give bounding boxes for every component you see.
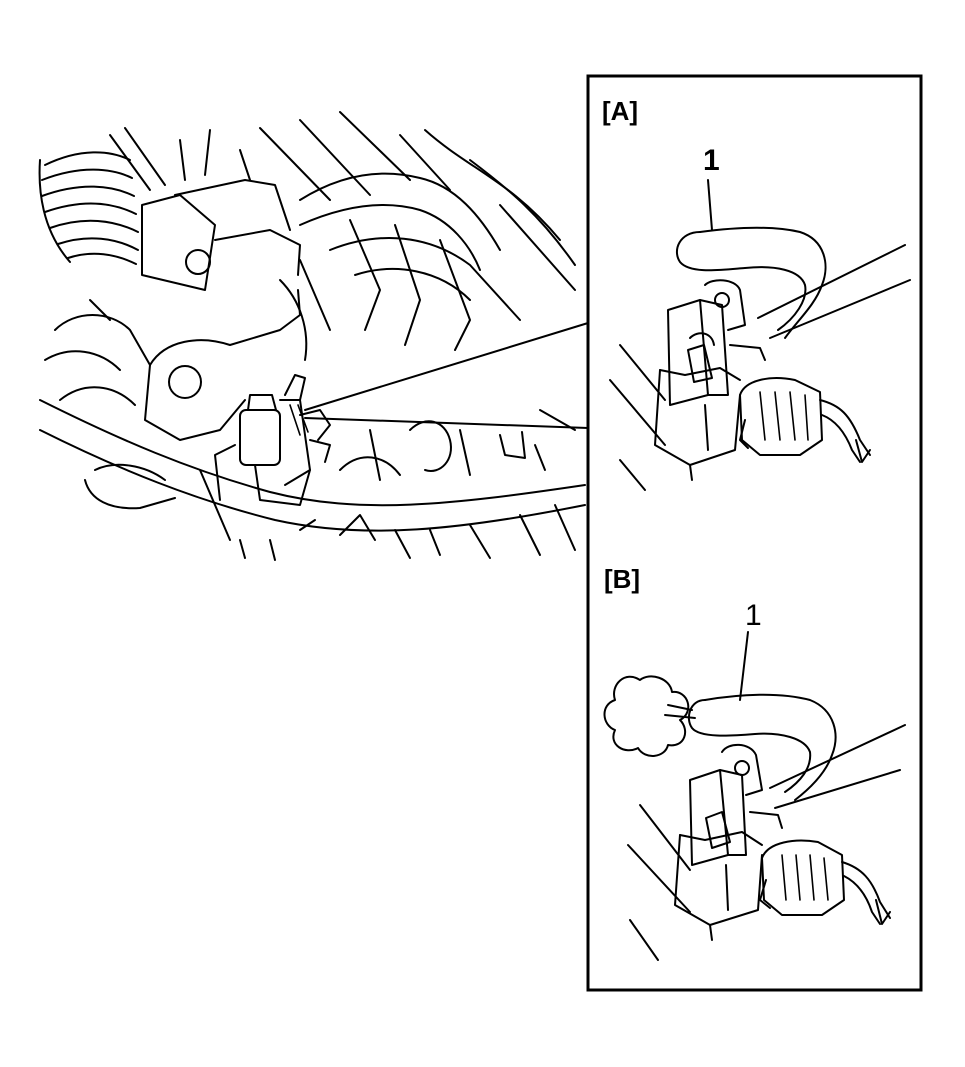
inset-b: [B] 1 bbox=[603, 564, 906, 961]
inset-b-callout: 1 bbox=[745, 599, 762, 632]
inset-a-label: [A] bbox=[602, 96, 638, 126]
upper-hoses bbox=[259, 111, 576, 361]
inset-a: [A] 1 bbox=[602, 96, 911, 491]
engine-compartment-drawing bbox=[38, 111, 586, 561]
inset-a-vacuum-switch bbox=[609, 179, 911, 491]
air-puff-icon bbox=[603, 675, 696, 757]
connector-block bbox=[141, 129, 301, 291]
callout-leader bbox=[304, 322, 589, 429]
ribbed-component bbox=[38, 127, 166, 265]
inset-b-vacuum-switch bbox=[627, 631, 906, 961]
lower-hoses bbox=[39, 399, 586, 561]
vacuum-switch-location bbox=[214, 374, 331, 506]
inset-b-label: [B] bbox=[604, 564, 640, 594]
inset-frame bbox=[586, 74, 923, 992]
inset-a-callout: 1 bbox=[703, 144, 720, 177]
mounting-bracket bbox=[44, 289, 301, 441]
